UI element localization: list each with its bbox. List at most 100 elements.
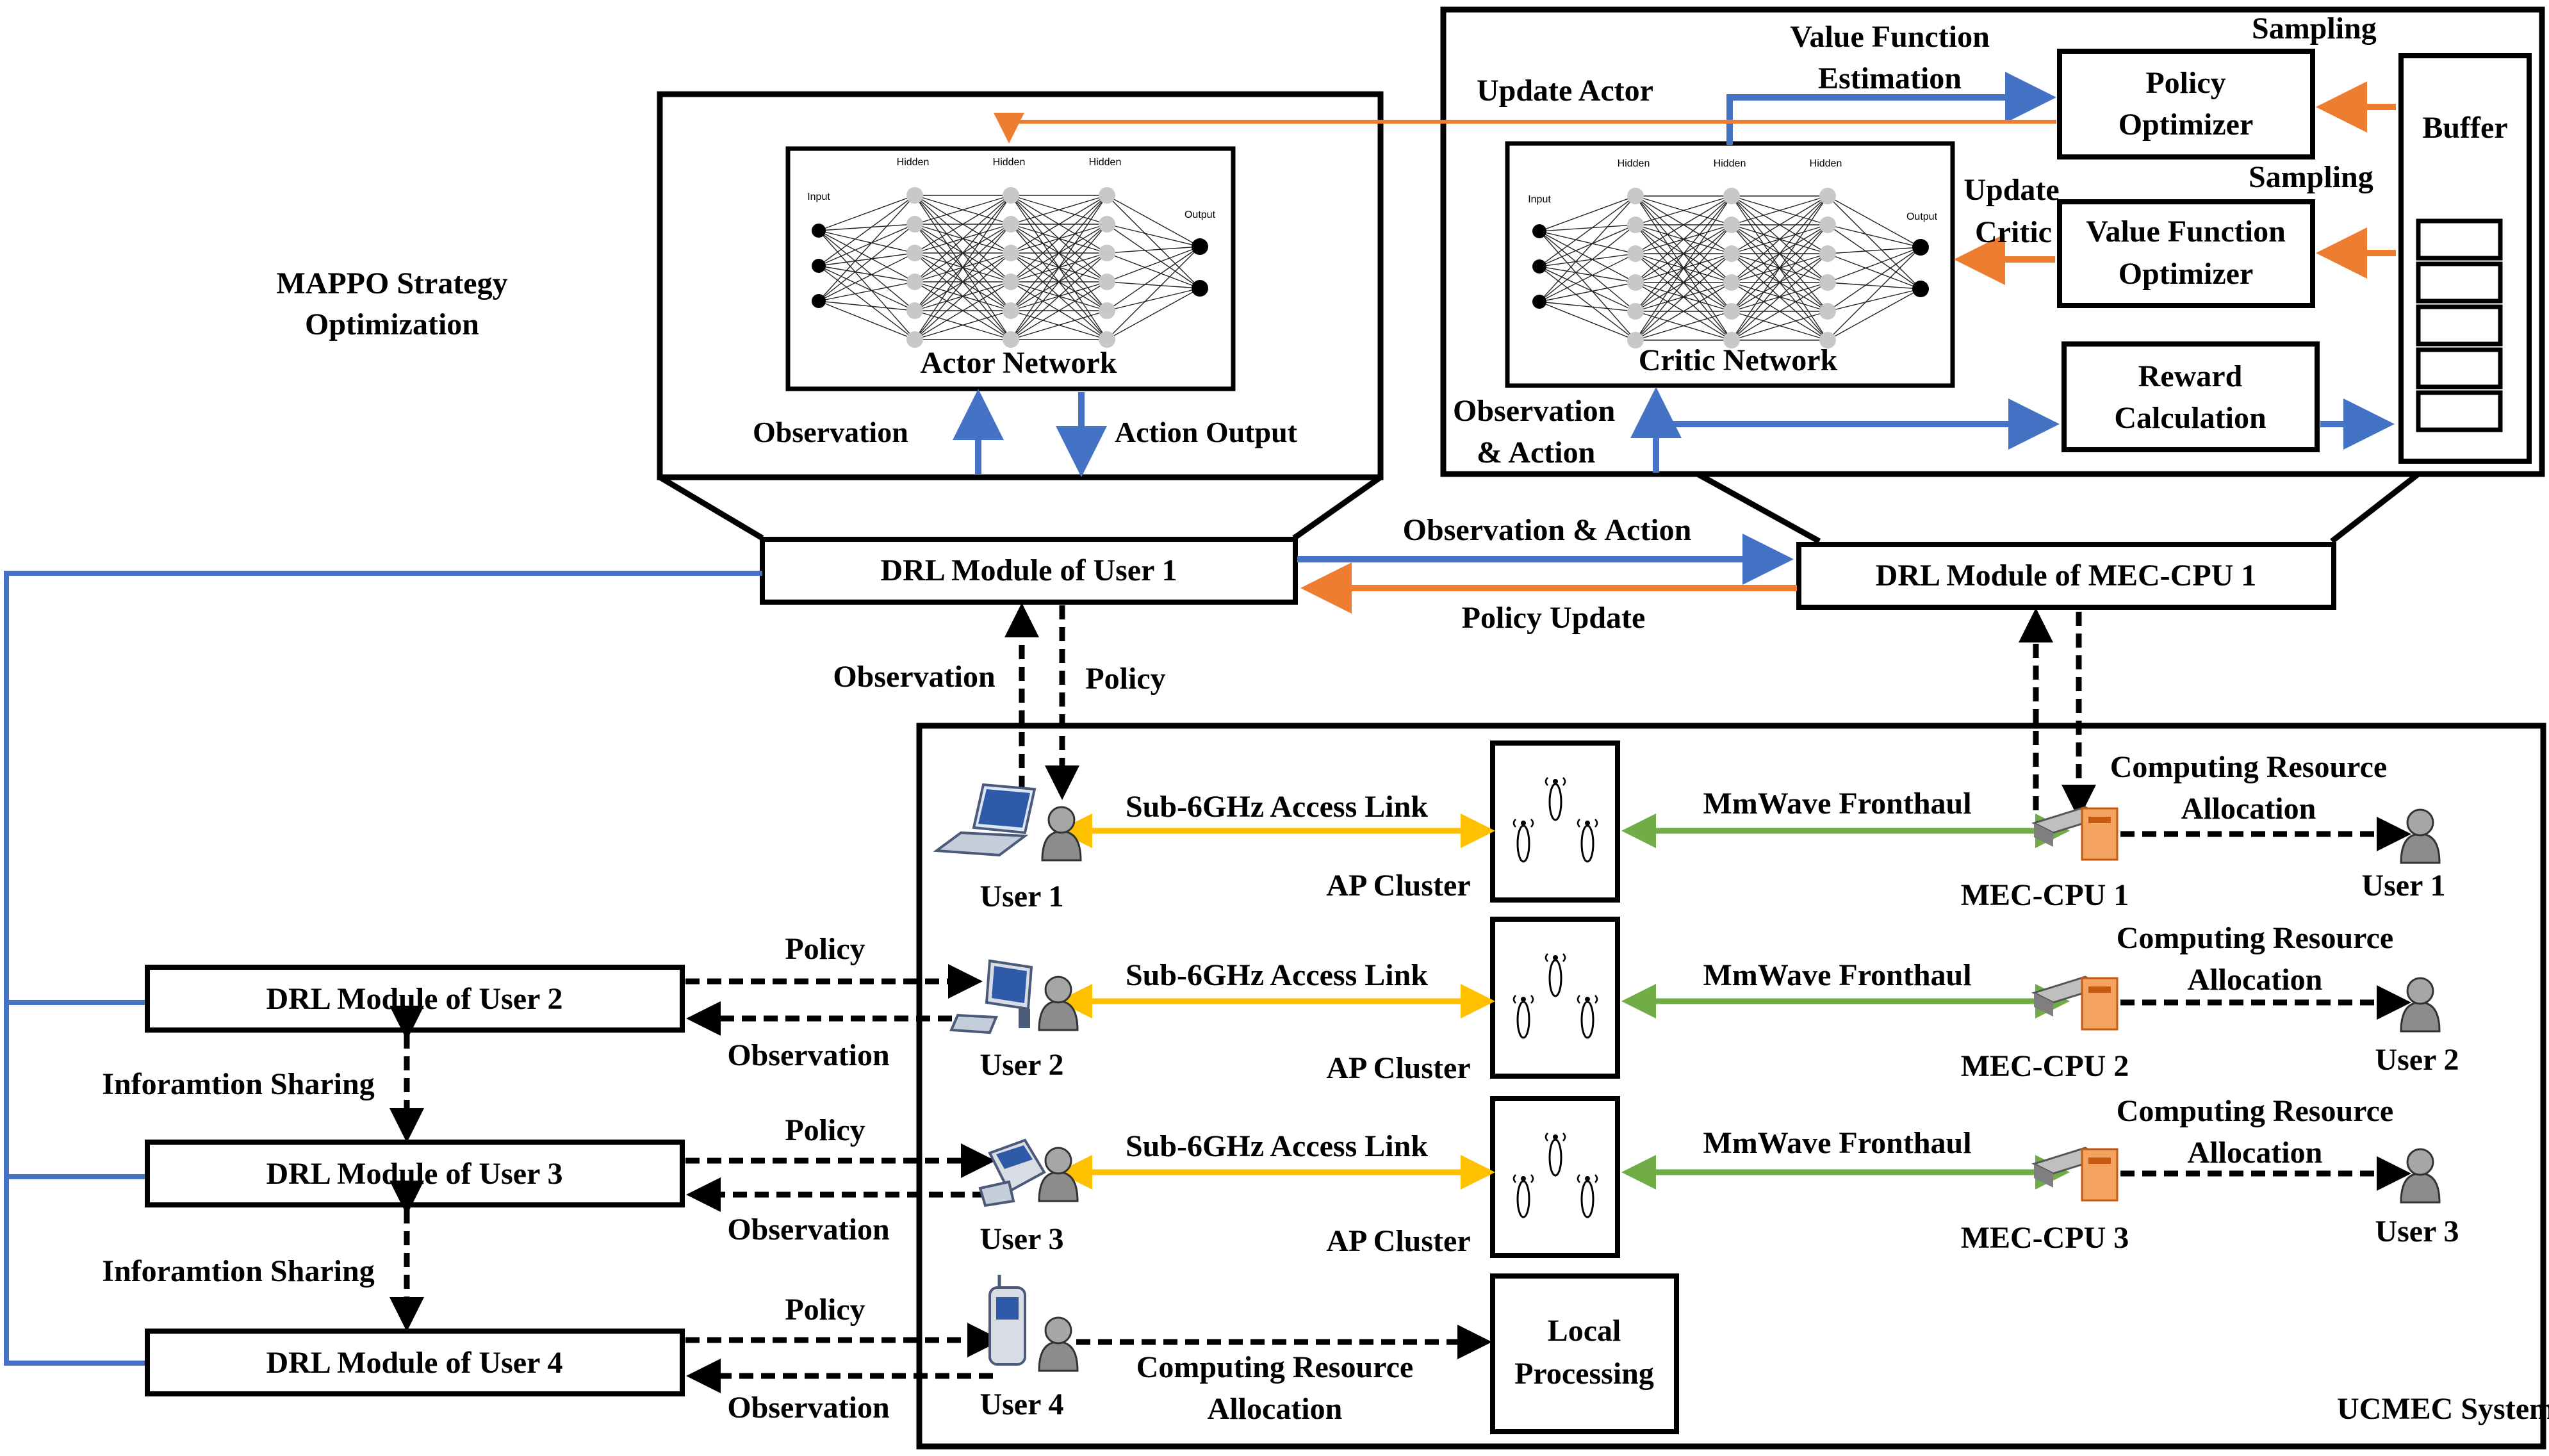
person-head <box>2406 808 2434 837</box>
actor-observation-label: Observation <box>753 416 908 448</box>
actor-node <box>1099 331 1115 348</box>
antenna-tip <box>1521 997 1526 1002</box>
right-user3-label: User 3 <box>2375 1215 2459 1248</box>
critic-edge <box>1827 195 1921 290</box>
buffer-cell <box>2416 261 2503 304</box>
antenna-icon <box>1512 819 1534 863</box>
critic-node <box>1819 188 1836 204</box>
critic-node <box>1723 188 1740 204</box>
mappo-title-line1: MAPPO Strategy <box>276 266 507 300</box>
actor-edge <box>914 195 1012 311</box>
critic-edge <box>1731 282 1828 341</box>
value-function-optimizer-box <box>2057 199 2315 308</box>
vfe-line1: Value Function <box>1790 20 1990 54</box>
actor-edge <box>1106 246 1201 282</box>
actor-edge <box>1010 195 1108 340</box>
critic-edge <box>1539 231 1636 341</box>
critic-node <box>1627 217 1644 233</box>
actor-edge <box>1106 288 1201 311</box>
antenna-icon <box>1577 995 1598 1039</box>
critic-edge <box>1539 253 1636 302</box>
critic-node <box>1627 245 1644 262</box>
critic-node <box>1627 332 1644 348</box>
critic-node <box>1819 332 1836 348</box>
actor-node <box>906 216 923 233</box>
actor-node <box>1099 245 1115 261</box>
person-head <box>1047 806 1076 834</box>
drl-module-user4-label: DRL Module of User 4 <box>266 1346 562 1380</box>
antenna-body <box>1516 1180 1530 1218</box>
actor-edge <box>914 195 1012 254</box>
actor-edge <box>1010 195 1108 311</box>
critic-edge <box>1635 195 1732 312</box>
antenna-wave <box>1545 953 1566 962</box>
critic-edge <box>1827 247 1921 283</box>
antenna-tip <box>1585 1176 1590 1181</box>
actor-edge <box>818 230 915 282</box>
server-icon <box>2031 1147 2119 1202</box>
actor-edge <box>818 252 915 302</box>
antenna-tip <box>1553 955 1558 960</box>
antenna-wave <box>1577 995 1598 1004</box>
user3-policy-label: Policy <box>785 1113 865 1147</box>
antenna-icon <box>1545 1133 1566 1177</box>
sub6-label-2: Sub-6GHz Access Link <box>1126 958 1428 992</box>
critic-edge <box>1635 195 1732 283</box>
critic-edge <box>1731 224 1828 341</box>
antenna-tip <box>1521 821 1526 826</box>
antenna-body <box>1580 824 1594 863</box>
ap-cluster-label-1: AP Cluster <box>1326 869 1470 903</box>
server-slot <box>2088 986 2111 993</box>
server-icon <box>2031 806 2119 861</box>
critic-network-graph <box>1532 188 1929 348</box>
buffer-cell <box>2416 390 2503 432</box>
actor-edge <box>914 195 1012 282</box>
critic-edge <box>1731 195 1828 254</box>
drl-module-user1 <box>760 537 1298 605</box>
actor-edge <box>818 195 915 302</box>
server-side <box>2034 1164 2053 1188</box>
user4-observation-label: Observation <box>727 1391 889 1425</box>
critic-edge <box>1539 266 1636 341</box>
mappo-title-line2: Optimization <box>305 307 479 341</box>
mec1-label: MEC-CPU 1 <box>1961 878 2129 912</box>
person-head <box>2406 1148 2434 1176</box>
mec3-label: MEC-CPU 3 <box>1961 1221 2129 1255</box>
right-user1-label: User 1 <box>2361 869 2445 903</box>
critic-node <box>1723 274 1740 291</box>
person-icon <box>1038 1147 1079 1202</box>
drl-module-user1-label: DRL Module of User 1 <box>880 553 1177 587</box>
person-icon <box>1038 1316 1079 1372</box>
critic-edge <box>1539 195 1636 232</box>
user4-label: User 4 <box>979 1387 1063 1421</box>
critic-edge <box>1827 224 1921 248</box>
buffer-cell <box>2416 304 2503 347</box>
critic-edge <box>1731 195 1828 283</box>
actor-node <box>1003 187 1019 204</box>
actor-hidden-label-1: Hidden <box>897 157 930 168</box>
critic-node <box>1532 295 1546 309</box>
ap-cluster-box <box>1490 740 1620 903</box>
critic-edge <box>1635 311 1732 341</box>
critic-edge <box>1539 266 1636 312</box>
critic-edge <box>1827 247 1921 254</box>
critic-edge <box>1635 253 1732 341</box>
info-sharing-label-1: Inforamtion Sharing <box>102 1067 374 1101</box>
device-icons <box>933 783 1046 1366</box>
actor-edge <box>914 195 1012 340</box>
actor-node <box>812 259 826 273</box>
actor-edge <box>1010 252 1108 340</box>
person-body <box>1041 830 1082 862</box>
policy-update-label: Policy Update <box>1462 601 1646 635</box>
critic-edge <box>1539 195 1636 302</box>
critic-node <box>1819 217 1836 233</box>
sub6-label-1: Sub-6GHz Access Link <box>1126 790 1428 824</box>
critic-hidden-label-2: Hidden <box>1714 158 1746 169</box>
buffer-label: Buffer <box>2422 111 2507 145</box>
drl-module-user3-label: DRL Module of User 3 <box>266 1157 562 1191</box>
actor-edge <box>818 265 915 311</box>
antenna-icon <box>1512 1174 1534 1218</box>
actor-edge <box>914 310 1012 340</box>
antenna-icon <box>1577 819 1598 863</box>
critic-node <box>1819 245 1836 262</box>
